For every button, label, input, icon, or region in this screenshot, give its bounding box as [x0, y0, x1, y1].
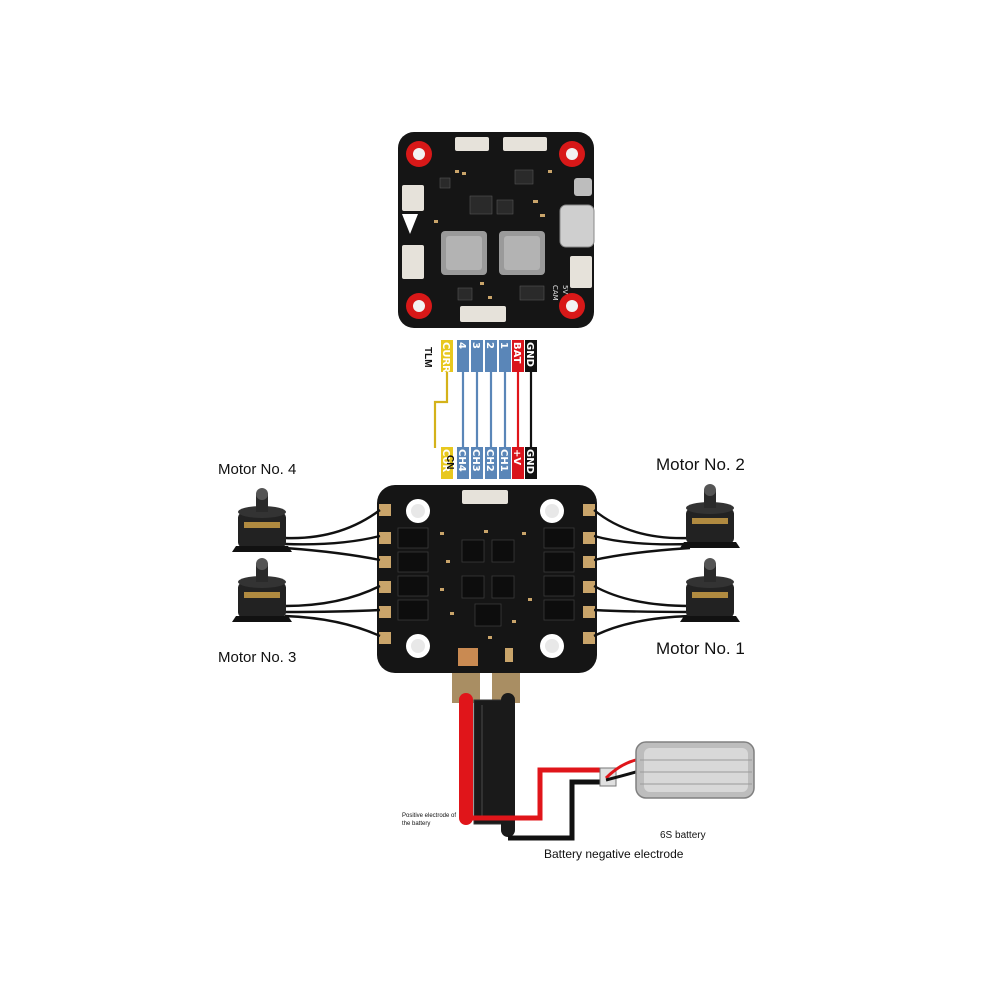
- motor-4-image: [232, 488, 292, 552]
- fc-pin-label-2: 3: [470, 342, 481, 349]
- cn-label: CN: [444, 455, 455, 469]
- esc-motor-pads-right: [583, 504, 595, 644]
- esc-pin-label-3: CH2: [484, 449, 495, 472]
- esc-pin-label-5: +V: [511, 449, 522, 465]
- positive-electrode-label: Positive electrode of the battery: [402, 813, 457, 827]
- esc-pin-label-2: CH3: [470, 449, 481, 472]
- motor-2-image: [680, 484, 740, 548]
- usb-port: [559, 204, 595, 248]
- motor-wires: [284, 509, 691, 638]
- esc-pin-tab-3: [485, 447, 497, 479]
- fc-pin-tab-6: [525, 340, 537, 372]
- battery-label: 6S battery: [660, 830, 706, 841]
- esc-pin-tab-5: [512, 447, 524, 479]
- battery-6s: [599, 741, 755, 799]
- fc-pin-tab-1: [457, 340, 469, 372]
- motor-4-label: Motor No. 4: [218, 461, 296, 478]
- fc-pin-tab-5: [512, 340, 524, 372]
- esc-board: [377, 485, 597, 673]
- motor-1-label: Motor No. 1: [656, 639, 745, 658]
- fc-silk-cam: CAM: [551, 285, 559, 301]
- fc-mount-holes: [406, 141, 585, 319]
- esc-motor-pads-left: [379, 504, 391, 644]
- fc-connectors: [402, 137, 592, 322]
- signal-cable: [433, 372, 533, 448]
- fc-pin-tab-3: [485, 340, 497, 372]
- esc-pin-tab-2: [471, 447, 483, 479]
- fc-pin-label-6: GND: [524, 342, 535, 367]
- fc-silk-5v: 5V: [561, 285, 569, 294]
- battery-leads: [459, 693, 515, 837]
- esc-mount-holes: [406, 499, 564, 658]
- esc-pin-tab-4: [499, 447, 511, 479]
- esc-pin-tab-0: [441, 447, 453, 479]
- fc-pin-tab-0: [441, 340, 453, 372]
- fc-pin-label-4: 1: [498, 342, 509, 349]
- fc-pin-tab-2: [471, 340, 483, 372]
- negative-electrode-label: Battery negative electrode: [544, 847, 684, 861]
- positive-electrode-label-box: Positive electrode of the battery: [402, 813, 457, 827]
- battery-wires: [466, 767, 604, 841]
- fc-pin-label-0: CURR: [440, 342, 451, 373]
- fc-logo: [402, 214, 418, 234]
- fc-pin-tab-4: [499, 340, 511, 372]
- fc-pin-label-5: BAT: [511, 342, 522, 364]
- fc-pin-label-1: 4: [456, 342, 467, 349]
- esc-pin-tab-6: [525, 447, 537, 479]
- esc-pin-label-6: GND: [524, 449, 535, 474]
- esc-pin-label-4: CH1: [498, 449, 509, 472]
- fc-pin-label-3: 2: [484, 342, 495, 349]
- esc-pin-tab-1: [457, 447, 469, 479]
- esc-pin-label-0: CUR: [440, 449, 451, 472]
- esc-pin-label-1: CH4: [456, 449, 467, 472]
- motor-3-label: Motor No. 3: [218, 649, 296, 666]
- motor-2-label: Motor No. 2: [656, 455, 745, 474]
- flight-controller-board: CAM 5V: [398, 132, 595, 328]
- motor-1-image: [680, 558, 740, 622]
- motor-3-image: [232, 558, 292, 622]
- tlm-label: TLM: [422, 347, 433, 368]
